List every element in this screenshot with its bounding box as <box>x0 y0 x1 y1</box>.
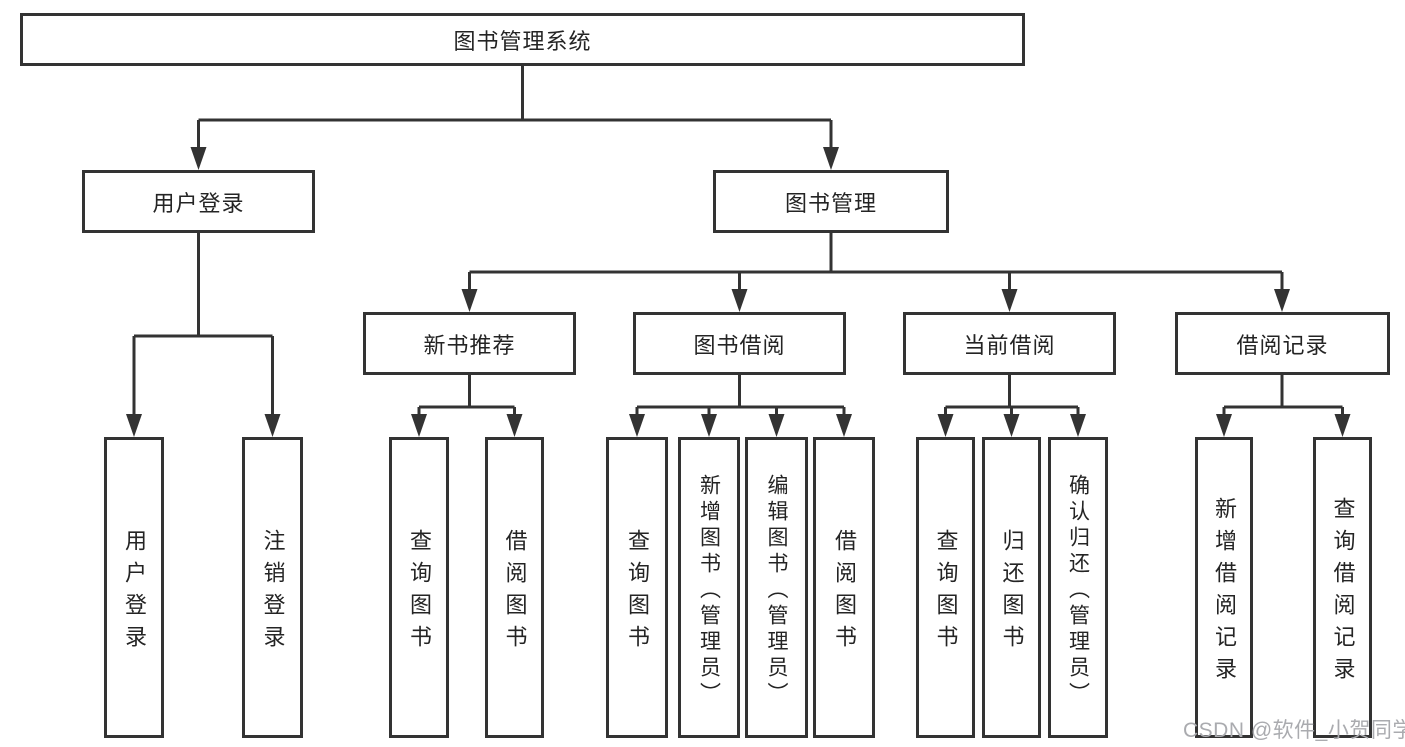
leaf-confirm-return-admin: 确认归还（管理员） <box>1048 437 1108 738</box>
arrowheads <box>126 147 1351 437</box>
leaf-add-books-admin: 新增图书（管理员） <box>678 437 740 738</box>
leaf-borrow-books-2: 借阅图书 <box>813 437 875 738</box>
leaf-return-books: 归还图书 <box>982 437 1041 738</box>
node-book-borrowing: 图书借阅 <box>633 312 846 375</box>
watermark: CSDN @软件_小贺同学 <box>1183 719 1405 742</box>
node-current-borrowing: 当前借阅 <box>903 312 1116 375</box>
node-root: 图书管理系统 <box>20 13 1025 66</box>
leaf-user-login: 用户登录 <box>104 437 164 738</box>
leaf-query-books-2: 查询图书 <box>606 437 668 738</box>
node-borrowing-records: 借阅记录 <box>1175 312 1390 375</box>
leaf-edit-books-admin: 编辑图书（管理员） <box>745 437 808 738</box>
node-book-management: 图书管理 <box>713 170 949 233</box>
leaf-logout: 注销登录 <box>242 437 303 738</box>
leaf-query-books-3: 查询图书 <box>916 437 975 738</box>
leaf-borrow-books-1: 借阅图书 <box>485 437 544 738</box>
node-new-book-recommendation: 新书推荐 <box>363 312 576 375</box>
node-user-login: 用户登录 <box>82 170 315 233</box>
leaf-query-books-1: 查询图书 <box>389 437 449 738</box>
leaf-query-borrow-record: 查询借阅记录 <box>1313 437 1372 738</box>
leaf-add-borrow-record: 新增借阅记录 <box>1195 437 1253 738</box>
